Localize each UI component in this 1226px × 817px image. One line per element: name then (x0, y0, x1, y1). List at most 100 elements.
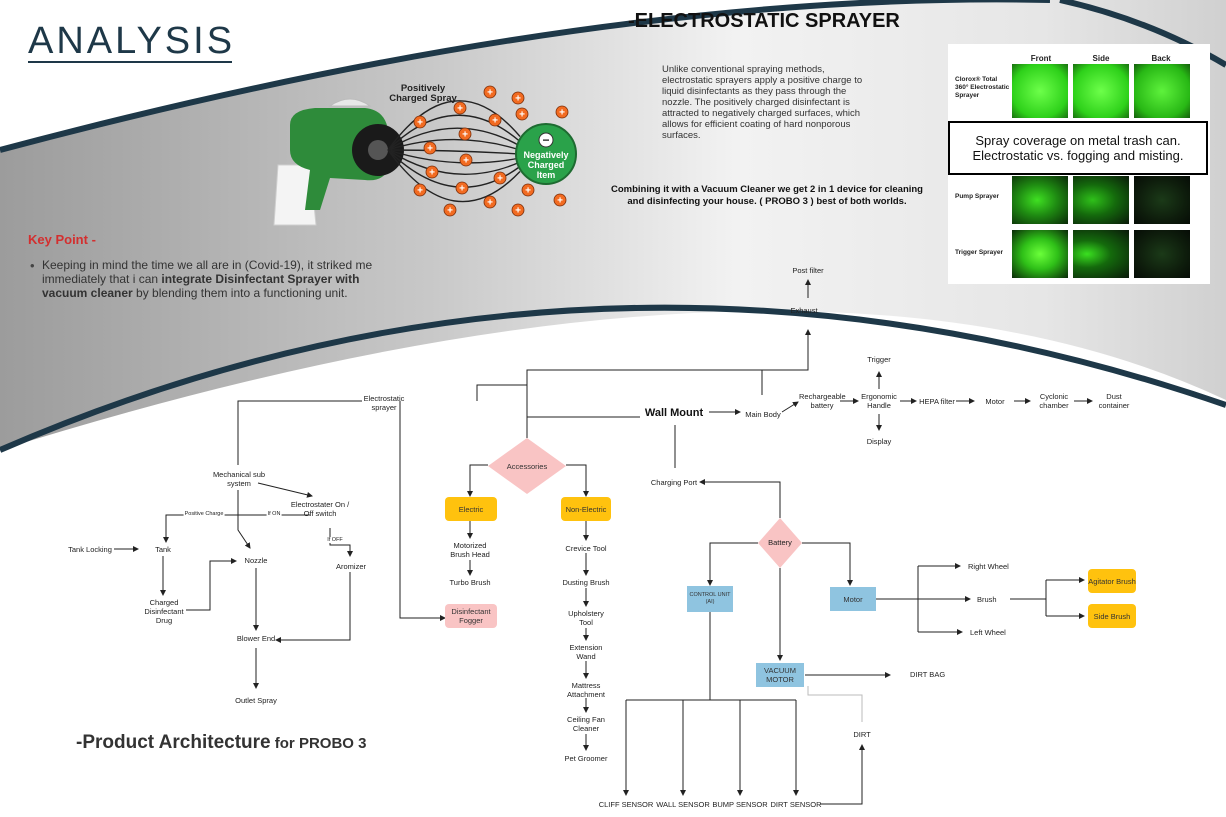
positive-charge-symbol: + (487, 88, 493, 99)
node-tank: Tank (155, 545, 171, 554)
node-hepa-filter: HEPA filter (919, 397, 955, 406)
positive-charge-symbol: + (429, 168, 435, 179)
node-non-electric: Non-Electric (561, 497, 611, 521)
positive-charge-dot (443, 203, 457, 217)
line-aromizer-blower (275, 572, 351, 643)
node-vacuum-motor: VACUUM MOTOR (756, 663, 804, 687)
middle-curve-line (0, 304, 1226, 453)
combining-note: Combining it with a Vacuum Cleaner we ge… (611, 184, 923, 207)
sample-electrostatic-front (1012, 64, 1068, 118)
positive-charge-symbol: + (515, 94, 521, 105)
node-motor: Motor (830, 587, 876, 611)
line-vacuum-dirt (807, 686, 863, 722)
field-line (387, 149, 521, 155)
node-extension-wand: Extension Wand (569, 643, 603, 661)
field-line (387, 114, 521, 151)
bullet-text-end: by blending them into a functioning unit… (132, 286, 348, 300)
positive-charge-symbol: + (462, 130, 468, 141)
sprayer-illustration: − Negatively Charged Item ++++++++++++++… (273, 85, 577, 226)
line-mainbody-battery (781, 401, 799, 413)
node-dusting-brush: Dusting Brush (562, 578, 610, 587)
positive-charge-dot (515, 107, 529, 121)
node-dirt-sensor: DIRT SENSOR (770, 800, 822, 809)
node-ceiling-fan-cleaner: Ceiling Fan Cleaner (567, 715, 605, 733)
top-curve-line (0, 0, 1050, 153)
field-line (387, 138, 521, 151)
positive-charge-symbol: + (447, 206, 453, 217)
negative-charge-symbol-bg (538, 132, 554, 148)
line-dirtsensor-dirt (820, 744, 865, 805)
positive-charge-dot (483, 195, 497, 209)
positive-charge-dot (493, 171, 507, 185)
node-side-brush: Side Brush (1088, 604, 1136, 628)
positive-charge-dot (553, 193, 567, 207)
node-bump-sensor: BUMP SENSOR (712, 800, 768, 809)
row-label-electrostatic: Clorox® Total 360° Electrostatic Sprayer (955, 76, 1010, 99)
node-aromizer: Aromizer (335, 562, 367, 571)
positive-charge-dot (413, 183, 427, 197)
label-positive-charge: Positive Charge (183, 511, 225, 517)
positive-charge-dot (488, 113, 502, 127)
positive-charge-symbol: + (492, 116, 498, 127)
line-battery-motor (802, 542, 853, 586)
field-line (387, 149, 521, 203)
line-mech-switch (257, 482, 313, 498)
sample-trigger-side (1073, 230, 1129, 278)
positive-charge-dot (511, 203, 525, 217)
positive-charge-symbol: + (417, 118, 423, 129)
positive-charge-dot (483, 85, 497, 99)
field-line (387, 149, 521, 175)
positive-charge-symbol: + (559, 108, 565, 119)
positive-charge-dot (458, 127, 472, 141)
bullet-text-bold: integrate Disinfectant Sprayer with vacu… (42, 272, 360, 300)
positive-charge-symbol: + (515, 206, 521, 217)
node-mattress-attachment: Mattress Attachment (567, 681, 605, 699)
positive-charge-dot (455, 181, 469, 195)
node-dirt-bag: DIRT BAG (910, 670, 946, 679)
positive-charge-dot (459, 153, 473, 167)
node-charging-port: Charging Port (650, 478, 698, 487)
positive-charge-symbol: + (519, 110, 525, 121)
positive-charge-symbol: + (417, 186, 423, 197)
item-label-line3: Item (537, 170, 556, 180)
node-cyclonic-chamber: Cyclonic chamber (1039, 392, 1069, 410)
battery-diamond (758, 518, 802, 568)
negatively-charged-item (515, 123, 577, 185)
positive-charge-dot (423, 141, 437, 155)
node-tank-locking: Tank Locking (68, 545, 112, 554)
node-turbo-brush: Turbo Brush (449, 578, 491, 587)
line-acc-electric (467, 464, 488, 497)
line-sprayer-fogger (399, 401, 446, 621)
node-motor-chain: Motor (985, 397, 1005, 406)
positive-charge-symbol: + (487, 198, 493, 209)
architecture-title: -Product Architecture for PROBO 3 (76, 732, 366, 754)
item-label-line2: Charged (528, 160, 565, 170)
node-wall-mount: Wall Mount (644, 407, 704, 419)
positive-charge-dot (425, 165, 439, 179)
architecture-title-main: -Product Architecture (76, 732, 271, 753)
node-right-wheel: Right Wheel (968, 562, 1009, 571)
node-dust-container: Dust container (1098, 392, 1130, 410)
node-crevice-tool: Crevice Tool (565, 544, 607, 553)
node-motorized-brush: Motorized Brush Head (450, 541, 490, 559)
positive-charge-symbol: + (557, 196, 563, 207)
line-battery-charging (699, 479, 781, 518)
line-sprayer-up (476, 384, 527, 401)
row-label-trigger: Trigger Sprayer (955, 249, 1004, 256)
node-main-body: Main Body (745, 410, 781, 419)
node-rechargeable-battery: Rechargeable battery (799, 392, 846, 410)
node-pet-groomer: Pet Groomer (564, 754, 608, 763)
line-battery-control (707, 542, 758, 586)
line-acc-nonelectric (566, 464, 589, 497)
positive-charge-dot (413, 115, 427, 129)
sample-electrostatic-side (1073, 64, 1129, 118)
column-back: Back (1151, 54, 1171, 63)
positively-charged-spray-label: Positively Charged Spray (389, 83, 457, 104)
bullet-text-start: Keeping in mind the time we all are in (… (42, 258, 373, 286)
row-label-pump: Pump Sprayer (955, 193, 1000, 200)
line-ifoff (329, 528, 353, 557)
sprayer-description: Unlike conventional spraying methods, el… (662, 64, 863, 141)
node-disinfectant-fogger: Disinfectant Fogger (445, 604, 497, 628)
